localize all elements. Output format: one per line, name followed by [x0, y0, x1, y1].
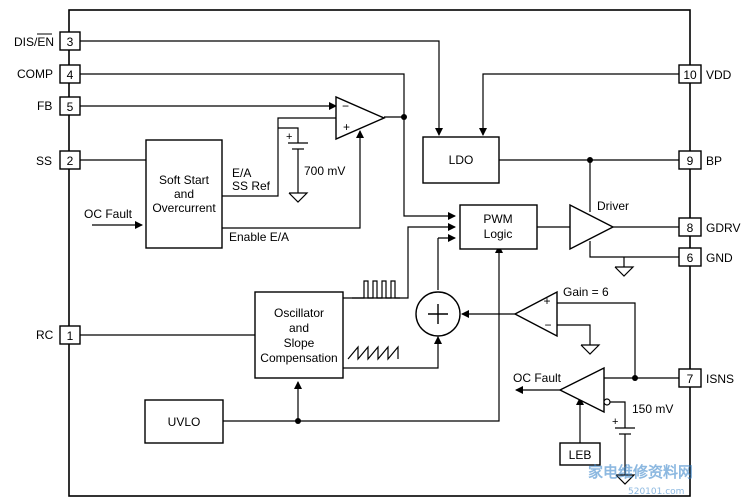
- oc-fault-input-label: OC Fault: [84, 207, 133, 221]
- ref-150mv-label: 150 mV: [632, 402, 673, 416]
- ref-700-plus: +: [286, 131, 292, 143]
- oscillator-block: Oscillator and Slope Compensation: [254, 291, 344, 379]
- svg-text:Logic: Logic: [484, 227, 513, 241]
- svg-text:−: −: [342, 99, 349, 113]
- ldo-block: LDO: [422, 136, 500, 184]
- pwm-logic-block: PWM Logic: [459, 204, 538, 250]
- pin-isns[interactable]: 7 ISNS: [678, 368, 734, 388]
- pin-number: 7: [687, 372, 694, 386]
- svg-text:Soft Start: Soft Start: [159, 173, 210, 187]
- summing-node: [415, 291, 461, 337]
- svg-text:+: +: [543, 294, 550, 308]
- svg-text:Compensation: Compensation: [260, 351, 337, 365]
- pin-name: BP: [706, 154, 722, 168]
- pin-name: DIS/EN: [14, 35, 54, 49]
- oc-comparator: [558, 366, 611, 414]
- ref-700mv-label: 700 mV: [304, 164, 345, 178]
- pin-name: GND: [706, 251, 733, 265]
- pin-ss[interactable]: SS 2: [36, 150, 81, 170]
- watermark: 家电维修资料网 520101.com: [588, 463, 693, 497]
- svg-text:+: +: [343, 120, 350, 134]
- svg-text:Slope: Slope: [284, 336, 315, 350]
- junctions: [295, 114, 638, 424]
- soft-start-block: Soft Start and Overcurrent: [145, 139, 223, 249]
- pin-gdrv[interactable]: 8 GDRV: [678, 217, 740, 237]
- svg-text:Oscillator: Oscillator: [274, 306, 324, 320]
- pin-number: 1: [67, 329, 74, 343]
- svg-text:and: and: [289, 321, 309, 335]
- pin-name: SS: [36, 154, 52, 168]
- svg-text:PWM: PWM: [483, 212, 512, 226]
- pin-number: 9: [687, 154, 694, 168]
- pin-number: 5: [67, 100, 74, 114]
- pin-number: 10: [683, 68, 697, 82]
- gain-label: Gain = 6: [563, 285, 609, 299]
- uvlo-block: UVLO: [144, 399, 224, 444]
- pin-vdd[interactable]: 10 VDD: [678, 64, 732, 84]
- svg-text:LEB: LEB: [569, 448, 592, 462]
- error-amplifier: − +: [335, 95, 386, 141]
- pin-rc[interactable]: RC 1: [36, 325, 81, 345]
- pulse-waveform: [352, 280, 400, 299]
- pin-name: ISNS: [706, 372, 734, 386]
- pin-name: GDRV: [706, 221, 740, 235]
- driver-buffer: [569, 203, 615, 251]
- pin-bp[interactable]: 9 BP: [678, 150, 722, 170]
- pin-dis-en[interactable]: DIS/EN 3: [14, 31, 81, 51]
- pin-number: 8: [687, 221, 694, 235]
- pin-number: 4: [67, 68, 74, 82]
- pin-name: RC: [36, 328, 54, 342]
- ss-ref-label: SS Ref: [232, 179, 271, 193]
- pin-number: 2: [67, 154, 74, 168]
- pin-name: FB: [37, 99, 52, 113]
- pin-fb[interactable]: FB 5: [37, 96, 81, 116]
- ea-label: E/A: [232, 166, 251, 180]
- pin-number: 3: [67, 35, 74, 49]
- svg-text:家电维修资料网: 家电维修资料网: [588, 463, 693, 481]
- svg-text:UVLO: UVLO: [168, 415, 201, 429]
- svg-text:Overcurrent: Overcurrent: [152, 201, 216, 215]
- oc-fault-output-label: OC Fault: [513, 371, 562, 385]
- ramp-waveform: [347, 345, 399, 361]
- pin-gnd[interactable]: 6 GND: [678, 247, 733, 267]
- svg-text:−: −: [544, 318, 551, 332]
- leb-block: LEB: [559, 442, 601, 466]
- svg-text:LDO: LDO: [449, 153, 474, 167]
- pin-name: VDD: [706, 68, 732, 82]
- ref-150-plus: +: [612, 416, 618, 428]
- pin-comp[interactable]: COMP 4: [17, 64, 81, 84]
- driver-label: Driver: [597, 199, 629, 213]
- pin-name: COMP: [17, 67, 53, 81]
- current-sense-amplifier: + −: [513, 290, 558, 338]
- enable-ea-label: Enable E/A: [229, 230, 289, 244]
- svg-text:and: and: [174, 187, 194, 201]
- svg-text:520101.com: 520101.com: [628, 487, 684, 497]
- pin-number: 6: [687, 251, 694, 265]
